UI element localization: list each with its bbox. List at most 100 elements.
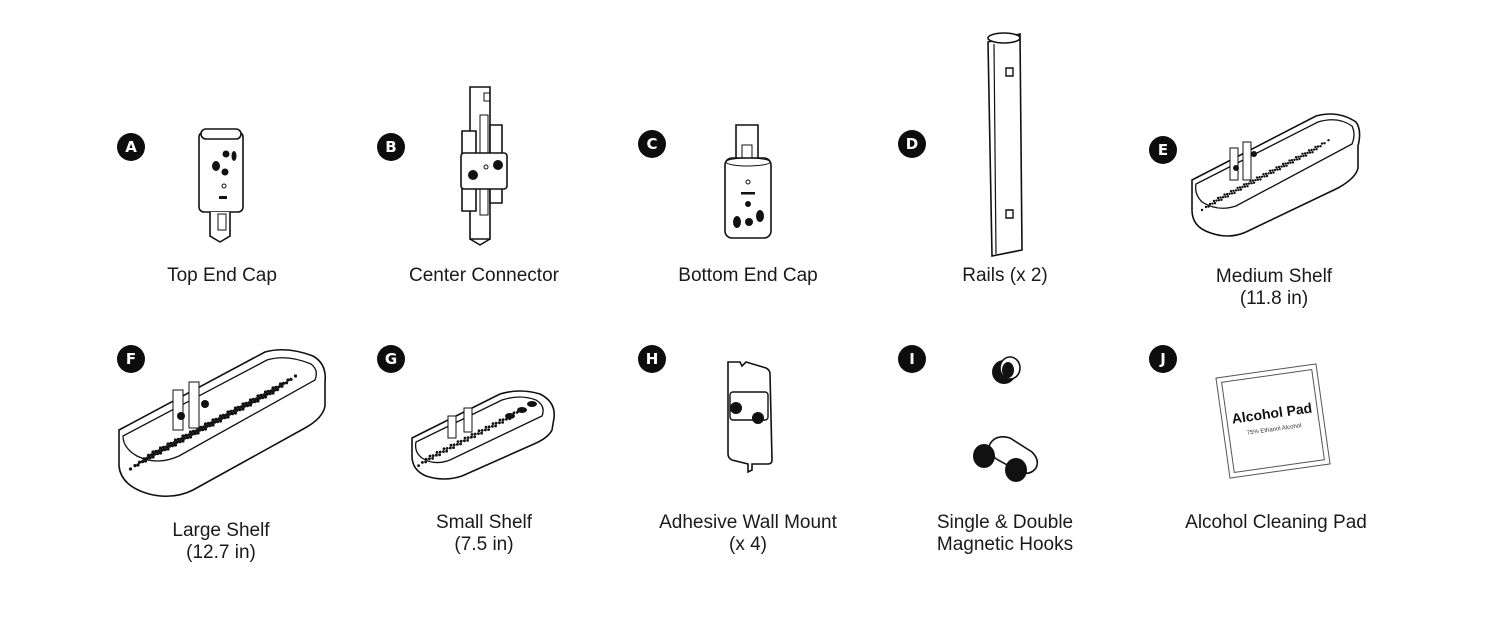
shelf-hole: [1275, 166, 1278, 169]
shelf-hole: [1282, 165, 1286, 168]
shelf-hole: [233, 411, 238, 415]
shelf-hole: [196, 431, 200, 435]
shelf-hole: [484, 428, 487, 432]
badge-c: C: [638, 130, 666, 158]
shelf-hole: [1232, 189, 1235, 192]
shelf-hole: [178, 440, 182, 444]
shelf-hole: [459, 439, 463, 443]
shelf-hole: [1255, 176, 1259, 179]
shelf-hole: [148, 456, 152, 460]
shelf-hole: [128, 467, 133, 471]
shelf-hole: [424, 457, 428, 461]
shelf-hole: [445, 449, 448, 453]
shelf-hole: [212, 420, 217, 424]
badge-j: J: [1149, 345, 1177, 373]
shelf-hole: [498, 418, 502, 422]
shelf-hole: [421, 461, 424, 464]
shelf-hole: [208, 424, 212, 428]
shelf-hole: [505, 417, 508, 421]
shelf-hole: [1294, 156, 1298, 159]
shelf-hole: [417, 464, 420, 467]
shelf-hole: [1250, 182, 1253, 185]
shelf-hole: [1319, 145, 1322, 148]
shelf-hole: [293, 374, 298, 378]
shelf-hole: [1320, 142, 1324, 145]
shelf-hole: [277, 385, 281, 389]
shelf-hole: [256, 399, 260, 403]
center-connector-illustration: [460, 85, 510, 247]
shelf-hole: [1297, 155, 1300, 158]
shelf-hole: [1226, 195, 1230, 198]
shelf-hole: [1271, 169, 1274, 172]
shelf-hole: [145, 456, 149, 460]
shelf-hole: [1208, 202, 1212, 206]
medium-shelf-illustration: [1188, 110, 1363, 240]
part-label-d: Rails (x 2): [962, 265, 1048, 286]
shelf-hole: [197, 428, 202, 432]
shelf-hole: [1281, 162, 1285, 166]
shelf-hole: [1258, 176, 1261, 179]
shelf-hole: [268, 392, 272, 396]
shelf-hole: [1298, 157, 1301, 161]
shelf-hole: [1295, 158, 1299, 161]
shelf-hole: [442, 450, 445, 453]
shelf-hole: [473, 432, 477, 436]
shelf-hole: [452, 443, 456, 447]
shelf-hole: [1245, 182, 1248, 186]
shelf-hole: [271, 391, 275, 395]
shelf-hole: [470, 435, 473, 439]
shelf-hole: [1262, 173, 1265, 176]
shelf-hole: [1285, 164, 1288, 167]
part-label-e: Medium Shelf(11.8 in): [1215, 266, 1333, 309]
shelf-hole: [1217, 199, 1221, 202]
shelf-hole: [1272, 171, 1275, 174]
shelf-hole: [1207, 205, 1210, 208]
shelf-hole: [170, 444, 175, 448]
shelf-hole: [155, 452, 160, 456]
shelf-hole: [1267, 172, 1270, 175]
shelf-hole: [152, 452, 157, 456]
shelf-hole: [226, 415, 230, 419]
shelf-hole: [491, 425, 494, 428]
shelf-hole: [272, 388, 277, 392]
shelf-hole: [220, 416, 224, 420]
shelf-hole: [250, 400, 254, 404]
shelf-hole: [257, 396, 262, 400]
shelf-hole: [512, 411, 516, 415]
shelf-hole: [218, 419, 223, 423]
shelf-hole: [136, 463, 140, 467]
shelf-hole: [1259, 178, 1262, 181]
shelf-hole: [235, 408, 239, 412]
shelf-hole: [1288, 159, 1291, 162]
shelf-hole: [1308, 151, 1312, 154]
shelf-hole: [1273, 168, 1277, 172]
shelf-hole: [151, 455, 155, 459]
shelf-hole: [449, 443, 453, 447]
shelf-hole: [260, 396, 265, 400]
shelf-hole: [445, 447, 449, 450]
shelf-hole: [1233, 191, 1236, 195]
top-end-cap-illustration: [196, 126, 248, 246]
shelf-hole: [1323, 142, 1326, 145]
shelf-hole: [133, 464, 137, 468]
shelf-hole: [1200, 208, 1204, 212]
shelf-hole: [424, 460, 427, 464]
shelf-hole: [463, 436, 467, 440]
shelf-hole: [484, 425, 488, 429]
shelf-hole: [1299, 155, 1303, 158]
adhesive-wall-mount-illustration: [722, 360, 778, 474]
shelf-hole: [200, 428, 205, 432]
double-magnetic-hook-illustration: [973, 432, 1042, 482]
part-label-h: Adhesive Wall Mount(x 4): [659, 512, 837, 555]
shelf-hole: [431, 457, 434, 460]
shelf-hole: [477, 429, 481, 433]
badge-d: D: [898, 130, 926, 158]
alcohol-pad-illustration: Alcohol Pad 75% Ethanol Alcohol: [1215, 363, 1331, 479]
part-label-b: Center Connector: [409, 265, 559, 286]
shelf-hole: [1211, 202, 1214, 205]
shelf-hole: [1293, 158, 1296, 161]
shelf-hole: [1311, 151, 1314, 154]
small-shelf-illustration: [410, 390, 558, 482]
badge-i: I: [898, 345, 926, 373]
